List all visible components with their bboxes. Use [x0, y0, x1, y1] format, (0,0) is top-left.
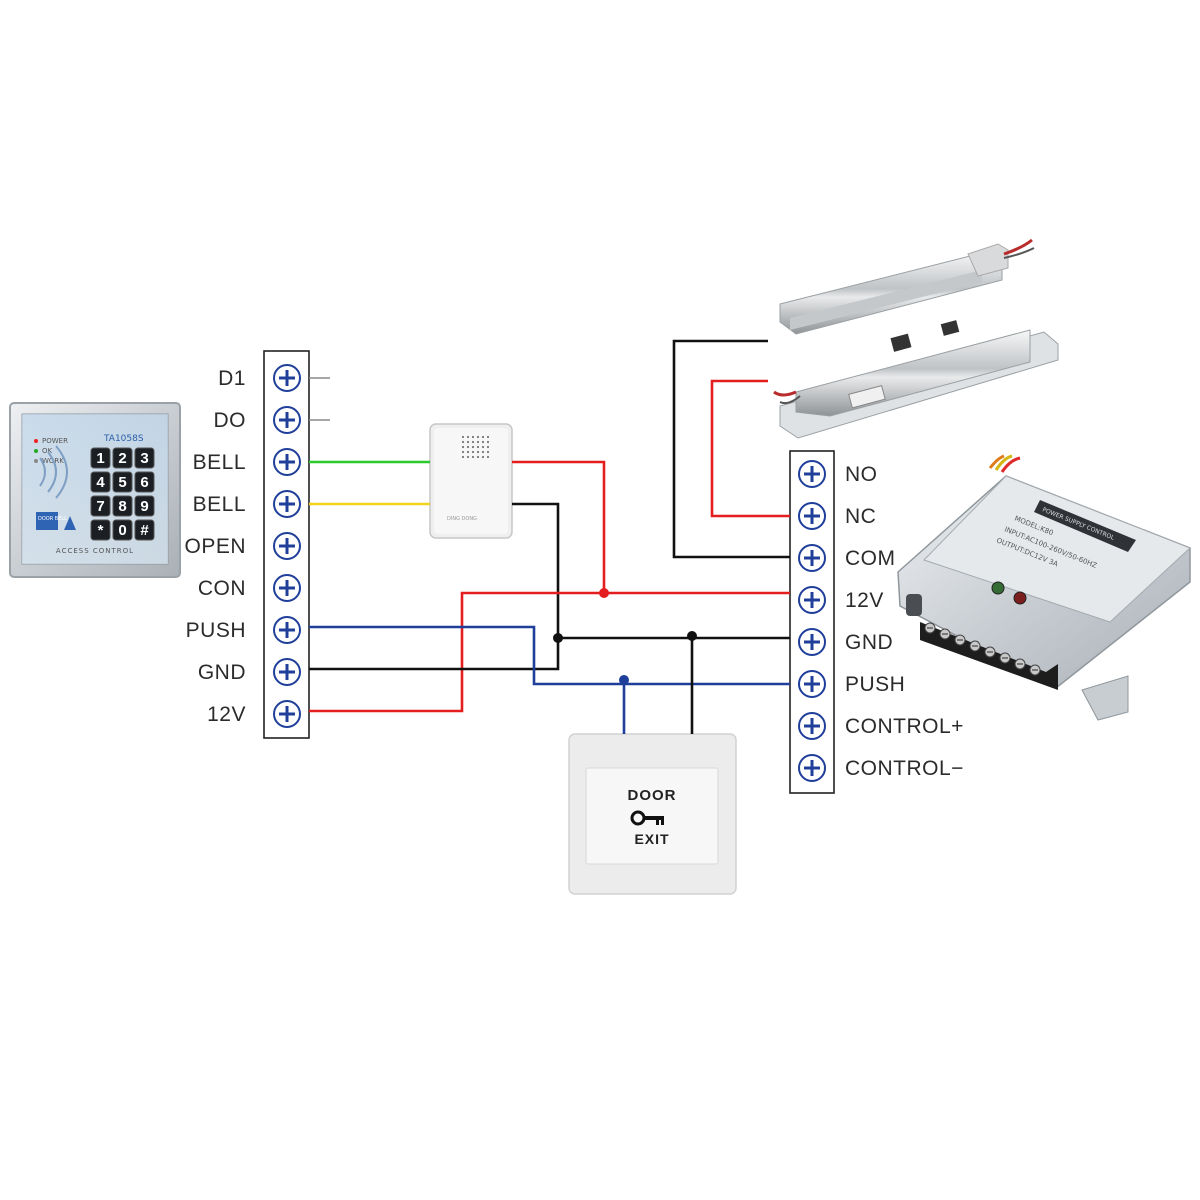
psu-terminal-screws: [924, 622, 1041, 676]
keypad-key: 6: [134, 471, 155, 493]
left-terminal-label: OPEN: [184, 535, 246, 558]
doorbell-grille: [461, 435, 490, 459]
left-terminal-screw-7: [273, 658, 301, 686]
keypad-led-ok: OK: [42, 447, 53, 455]
magnetic-lock: [779, 238, 1035, 335]
keypad-key-label: 8: [118, 498, 126, 515]
key-icon: [630, 810, 664, 826]
left-terminal-screw-8: [273, 700, 301, 728]
keypad-key-label: 9: [140, 498, 148, 515]
doorbell-key-bg: [36, 512, 58, 530]
keypad-key: *: [90, 519, 111, 541]
rfid-icon: [39, 445, 68, 499]
junction-push: [619, 675, 629, 685]
left-terminal-screw-4: [273, 532, 301, 560]
wire-lock-com: [672, 339, 790, 559]
wire-gnd-bus: [309, 636, 790, 671]
keypad-key: 5: [112, 471, 133, 493]
keypad-key: 2: [112, 447, 133, 469]
wire-lock-nc: [710, 379, 790, 518]
right-terminal-label: NC: [845, 505, 876, 528]
left-terminal-label: PUSH: [186, 619, 246, 642]
junction-gnd-1: [553, 633, 563, 643]
power-supply: POWER SUPPLY CONTROL MODEL:K80 INPUT:AC1…: [897, 454, 1191, 721]
left-terminal-label: BELL: [193, 493, 246, 516]
left-terminal-screw-3: [273, 490, 301, 518]
right-terminal-label: PUSH: [845, 673, 905, 696]
right-terminal-labels: NO NC COM 12V GND PUSH CONTROL+ CONTROL−: [845, 463, 964, 780]
doorbell-label: DING DONG: [447, 516, 477, 522]
wire-12v-bus: [309, 591, 790, 713]
right-terminal-label: CONTROL−: [845, 757, 964, 780]
left-terminal-screw-2: [273, 448, 301, 476]
left-terminal-label: CON: [198, 577, 246, 600]
right-terminal-screw-3: [798, 586, 826, 614]
right-terminal-screw-7: [798, 754, 826, 782]
keypad-key-label: 6: [140, 474, 148, 491]
keypad-key-label: 5: [118, 474, 126, 491]
keypad-key-label: #: [140, 522, 149, 539]
keypad-key-label: 7: [96, 498, 104, 515]
left-terminal-screw-5: [273, 574, 301, 602]
right-terminal-label: CONTROL+: [845, 715, 964, 738]
wire-bell-black: [512, 502, 560, 638]
exit-button: DOOR EXIT: [568, 733, 737, 895]
left-terminal-screw-1: [273, 406, 301, 434]
right-terminal-screw-1: [798, 502, 826, 530]
left-terminal-block: [263, 350, 310, 739]
junction-12v: [599, 588, 609, 598]
keypad-key: 1: [90, 447, 111, 469]
wire-bell-red: [512, 460, 606, 593]
keypad-model: TA1058S: [103, 434, 144, 444]
keypad-key: 9: [134, 495, 155, 517]
right-terminal-screw-4: [798, 628, 826, 656]
wire-push: [309, 625, 790, 686]
doorbell: DING DONG: [429, 423, 513, 539]
keypad-key: 7: [90, 495, 111, 517]
keypad-key: #: [134, 519, 155, 541]
right-terminal-label: COM: [845, 547, 896, 570]
keypad-key-label: 3: [140, 450, 148, 467]
right-terminal-label: NO: [845, 463, 878, 486]
exit-button-line2: EXIT: [634, 831, 669, 847]
keypad-key: 3: [134, 447, 155, 469]
right-terminal-screw-6: [798, 712, 826, 740]
keypad-key-label: *: [98, 522, 104, 539]
keypad-footer: ACCESS CONTROL: [56, 547, 134, 555]
left-terminal-label: DO: [214, 409, 247, 432]
right-terminal-label: GND: [845, 631, 893, 654]
keypad-led-power: POWER: [42, 437, 68, 445]
keypad-key: 8: [112, 495, 133, 517]
left-terminal-label: 12V: [207, 703, 246, 726]
right-terminal-block: [789, 450, 835, 794]
keypad-key-label: 0: [118, 522, 126, 539]
bell-icon: [64, 516, 76, 530]
keypad-key-label: 1: [96, 450, 104, 467]
right-terminal-screw-2: [798, 544, 826, 572]
junction-gnd-2: [687, 631, 697, 641]
keypad-key-label: 2: [118, 450, 126, 467]
bolt-lock: [773, 320, 1059, 439]
wires: [309, 339, 790, 734]
right-terminal-screw-0: [798, 460, 826, 488]
keypad-key-label: 4: [96, 474, 105, 491]
right-terminal-label: 12V: [845, 589, 884, 612]
left-terminal-screw-0: [273, 364, 301, 392]
exit-button-line1: DOOR: [628, 787, 677, 804]
keypad-key: 4: [90, 471, 111, 493]
keypad-key: 0: [112, 519, 133, 541]
left-terminal-label: D1: [218, 367, 246, 390]
left-terminal-label: BELL: [193, 451, 246, 474]
doorbell-key-label: DOOR BELL: [38, 516, 67, 522]
right-terminal-screw-5: [798, 670, 826, 698]
left-terminal-screw-6: [273, 616, 301, 644]
left-terminal-label: GND: [198, 661, 246, 684]
